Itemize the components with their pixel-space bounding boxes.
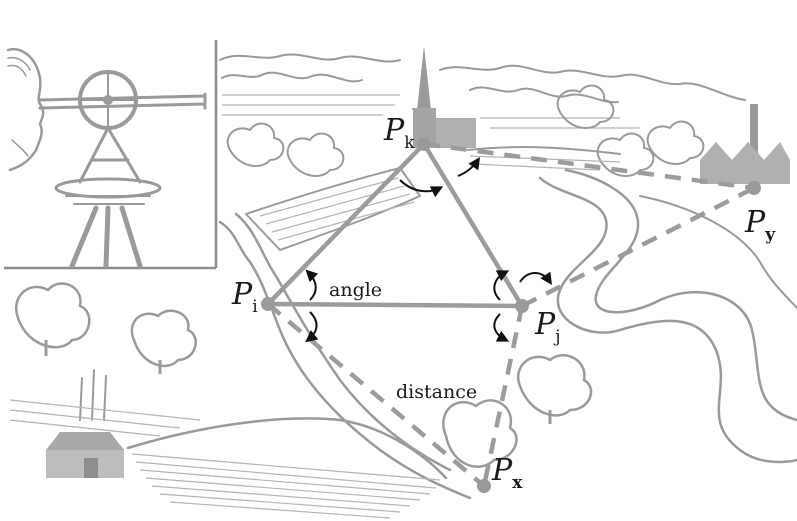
angle-arrow-pi-lower <box>305 311 319 343</box>
angle-arrow-pj-upper <box>493 270 510 301</box>
foreground-trees <box>15 282 593 468</box>
point-label-px: Px <box>491 453 523 493</box>
angle-label: angle <box>329 279 382 301</box>
factory <box>700 104 790 184</box>
edge-pi-pk <box>265 141 427 307</box>
edge-pj-px <box>481 305 525 487</box>
fields <box>245 146 621 251</box>
point-pj-marker <box>515 299 529 313</box>
edge-pk-pj <box>421 141 525 309</box>
distance-label: distance <box>396 381 477 403</box>
point-px-marker <box>477 479 491 493</box>
angle-arrow-pk-left <box>399 179 444 198</box>
edge-pj-py <box>520 185 756 309</box>
angle-arrow-pk-right <box>457 157 480 177</box>
edge-pi-pj <box>265 301 525 309</box>
angle-arrow-pj-outer <box>519 271 552 285</box>
farmhouse <box>46 432 124 478</box>
angle-arrow-pj-lower <box>493 313 510 342</box>
point-label-pj: Pj <box>534 307 560 347</box>
point-pk-marker <box>417 137 431 151</box>
road <box>218 212 472 500</box>
river <box>538 168 797 464</box>
theodolite-inset <box>4 40 218 270</box>
background-treeline <box>219 53 746 177</box>
angle-arrows <box>305 157 552 343</box>
point-label-py: Py <box>744 205 776 245</box>
edge-pi-px <box>266 302 486 488</box>
angle-arrow-pi-upper <box>305 269 319 301</box>
point-py-marker <box>747 181 761 195</box>
ploughed-field <box>9 399 448 519</box>
survey-network <box>261 137 761 493</box>
point-label-pi: Pi <box>231 277 258 317</box>
edge-pk-py <box>423 141 755 191</box>
point-labels: Pk Pi Pj Px Py <box>231 110 776 493</box>
point-label-pk: Pk <box>383 113 415 153</box>
point-pi-marker <box>261 297 275 311</box>
church <box>412 46 476 148</box>
